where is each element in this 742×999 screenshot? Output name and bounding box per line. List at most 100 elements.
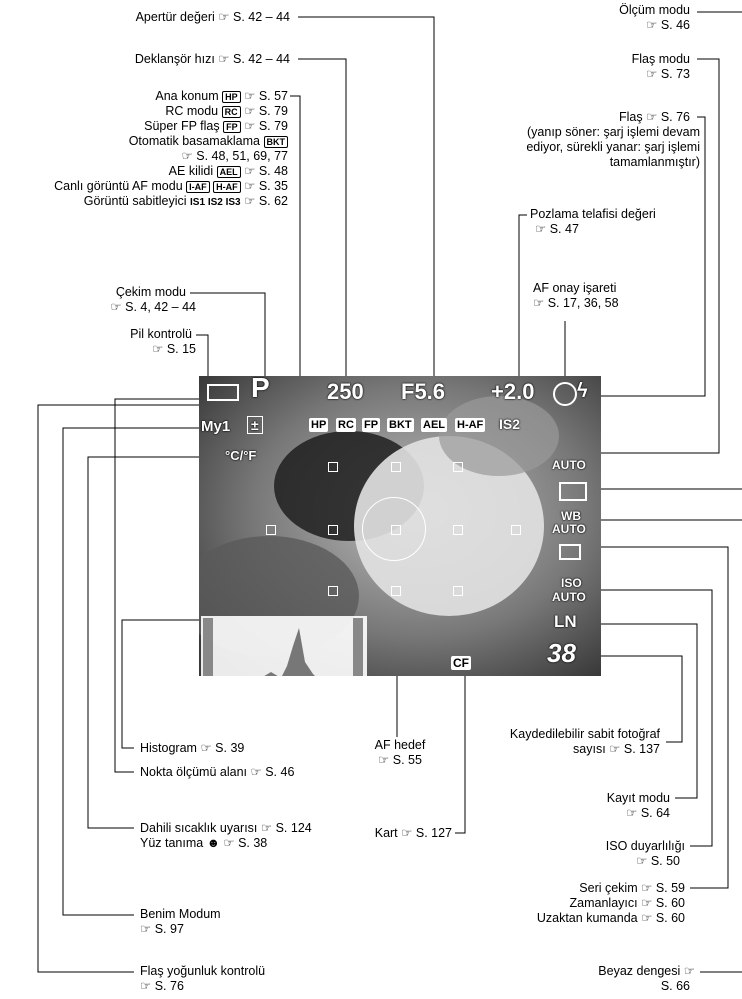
label-exposure-comp-ref: ☞ S. 47 bbox=[535, 222, 579, 237]
ref-icon: ☞ bbox=[200, 741, 211, 755]
label-iso-ref: ☞ S. 50 bbox=[520, 854, 680, 869]
label-battery: Pil kontrolü bbox=[60, 327, 192, 342]
label-histogram: Histogram ☞ S. 39 bbox=[140, 741, 244, 756]
label-face-detect: Yüz tanıma ☻ ☞ S. 38 bbox=[140, 836, 267, 851]
iaf-icon: I-AF bbox=[186, 181, 210, 193]
label-flash-note2: ediyor, sürekli yanar: şarj işlemi bbox=[440, 140, 700, 155]
rc-icon: RC bbox=[222, 106, 241, 118]
af-target bbox=[391, 462, 401, 472]
af-target bbox=[453, 586, 463, 596]
ref-icon: ☞ bbox=[261, 821, 272, 835]
leader-drive bbox=[595, 547, 728, 888]
label-storable-ref-text: S. 137 bbox=[624, 742, 660, 756]
label-iso-text: ISO duyarlılığı bbox=[606, 839, 685, 853]
badge-bkt: BKT bbox=[387, 418, 414, 432]
label-rc-text: RC modu bbox=[165, 104, 218, 118]
ref-icon: ☞ bbox=[244, 119, 255, 133]
ref-icon: ☞ bbox=[140, 922, 151, 936]
label-shooting-mode-ref: ☞ S. 4, 42 – 44 bbox=[40, 300, 196, 315]
label-self-timer: Zamanlayıcı ☞ S. 60 bbox=[440, 896, 685, 911]
ref-icon: ☞ bbox=[244, 164, 255, 178]
label-flashint-text: Flaş yoğunluk kontrolü bbox=[140, 964, 265, 978]
label-flash-ref: S. 76 bbox=[661, 110, 690, 124]
label-aftarget-ref-text: S. 55 bbox=[393, 753, 422, 767]
label-flashmode-ref-text: S. 73 bbox=[661, 67, 690, 81]
label-storable-text: Kaydedilebilir sabit fotoğraf bbox=[510, 727, 660, 741]
ref-icon: ☞ bbox=[684, 964, 695, 978]
label-spot-ref: S. 46 bbox=[265, 765, 294, 779]
ref-icon: ☞ bbox=[646, 110, 657, 124]
label-battery-text: Pil kontrolü bbox=[130, 327, 192, 341]
af-target bbox=[511, 525, 521, 535]
label-storable-text2: sayısı bbox=[573, 742, 606, 756]
label-expcomp-ref-text: S. 47 bbox=[550, 222, 579, 236]
ref-icon: ☞ bbox=[218, 10, 229, 24]
label-stab-ref: S. 62 bbox=[259, 194, 288, 208]
af-target bbox=[453, 525, 463, 535]
histogram-graph bbox=[201, 616, 367, 676]
label-ael-ref: S. 48 bbox=[259, 164, 288, 178]
label-live-af: Canlı görüntü AF modu I-AF H-AF ☞ S. 35 bbox=[0, 179, 288, 194]
label-metering-ref-text: S. 46 bbox=[661, 18, 690, 32]
label-wb-ref-text: S. 66 bbox=[661, 979, 690, 993]
ref-icon: ☞ bbox=[609, 742, 620, 756]
label-flash: Flaş ☞ S. 76 bbox=[440, 110, 690, 125]
label-record-text: Kayıt modu bbox=[607, 791, 670, 805]
label-metering-text: Ölçüm modu bbox=[619, 3, 690, 17]
ref-icon: ☞ bbox=[244, 194, 255, 208]
ref-icon: ☞ bbox=[152, 342, 163, 356]
label-ael-text: AE kilidi bbox=[169, 164, 213, 178]
lcd-screen: P 250 F5.6 +2.0 ϟ HP RC FP BKT AEL H-AF … bbox=[199, 376, 601, 676]
ref-icon: ☞ bbox=[244, 104, 255, 118]
ref-icon: ☞ bbox=[401, 826, 412, 840]
label-flash-intensity: Flaş yoğunluk kontrolü bbox=[140, 964, 265, 979]
leader-expcomp bbox=[519, 215, 527, 395]
label-flash-intensity-ref: ☞ S. 76 bbox=[140, 979, 184, 994]
label-flash-note3: tamamlanmıştır) bbox=[440, 155, 700, 170]
badge-rc: RC bbox=[336, 418, 356, 432]
ref-icon: ☞ bbox=[244, 179, 255, 193]
label-remote-ref: S. 60 bbox=[656, 911, 685, 925]
label-afconf-text: AF onay işareti bbox=[533, 281, 616, 295]
label-record-mode-ref: ☞ S. 64 bbox=[520, 806, 670, 821]
shutter-value: 250 bbox=[327, 379, 364, 405]
label-record-ref-text: S. 64 bbox=[641, 806, 670, 820]
label-afconf-ref-text: S. 17, 36, 58 bbox=[548, 296, 619, 310]
label-white-balance: Beyaz dengesi ☞ bbox=[540, 964, 695, 979]
label-sequential: Seri çekim ☞ S. 59 bbox=[440, 881, 685, 896]
label-home: Ana konum HP ☞ S. 57 bbox=[0, 89, 288, 104]
label-shootmode-text: Çekim modu bbox=[116, 285, 186, 299]
af-target bbox=[328, 462, 338, 472]
label-temp-warning: Dahili sıcaklık uyarısı ☞ S. 124 bbox=[140, 821, 312, 836]
ael-icon: AEL bbox=[217, 166, 241, 178]
label-shutter-ref: S. 42 – 44 bbox=[233, 52, 290, 66]
label-aperture-text: Apertür değeri bbox=[136, 10, 215, 24]
exposure-comp-value: +2.0 bbox=[491, 379, 534, 405]
spot-metering-circle bbox=[362, 497, 426, 561]
my-mode-value: My1 bbox=[201, 418, 230, 435]
iso-label: ISO bbox=[561, 576, 582, 590]
label-white-balance-ref: S. 66 bbox=[540, 979, 690, 994]
label-flash-text: Flaş bbox=[619, 110, 643, 124]
fp-icon: FP bbox=[223, 121, 241, 133]
label-storable-ref: sayısı ☞ S. 137 bbox=[470, 742, 660, 757]
label-histogram-text: Histogram bbox=[140, 741, 197, 755]
label-shootmode-ref-text: S. 4, 42 – 44 bbox=[125, 300, 196, 314]
label-face-ref: S. 38 bbox=[238, 836, 267, 850]
label-my-mode-ref: ☞ S. 97 bbox=[140, 922, 184, 937]
label-spot-text: Nokta ölçümü alanı bbox=[140, 765, 247, 779]
label-superfp-text: Süper FP flaş bbox=[144, 119, 220, 133]
ref-icon: ☞ bbox=[110, 300, 121, 314]
label-stab-text: Görüntü sabitleyici bbox=[84, 194, 187, 208]
badge-haf: H-AF bbox=[455, 418, 485, 432]
af-target bbox=[453, 462, 463, 472]
af-confirm-icon bbox=[553, 382, 577, 406]
label-af-confirm-ref: ☞ S. 17, 36, 58 bbox=[533, 296, 619, 311]
metering-mode-icon bbox=[559, 482, 587, 501]
ref-icon: ☞ bbox=[535, 222, 546, 236]
ref-icon: ☞ bbox=[251, 765, 262, 779]
leader-shootmode bbox=[190, 293, 265, 383]
label-home-text: Ana konum bbox=[155, 89, 218, 103]
drive-mode-icon bbox=[559, 544, 581, 560]
ref-icon: ☞ bbox=[646, 18, 657, 32]
